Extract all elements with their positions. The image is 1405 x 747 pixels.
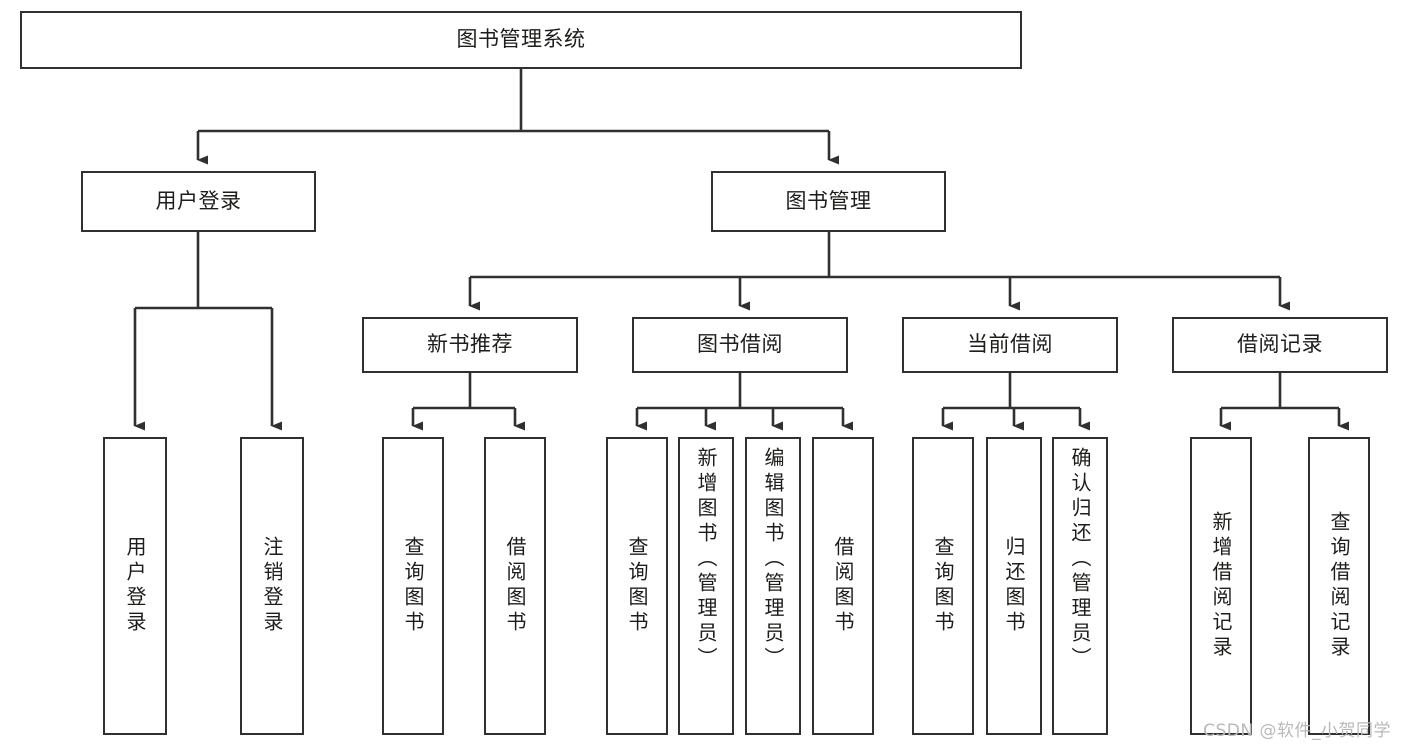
node-borrow-record[interactable]: 借阅记录 bbox=[1172, 317, 1388, 373]
node-label: 查询图书 bbox=[401, 536, 425, 636]
node-label: 查询图书 bbox=[625, 536, 649, 636]
node-label: 新增借阅记录 bbox=[1209, 511, 1233, 661]
watermark-text: CSDN @软件_小贺同学 bbox=[1203, 721, 1391, 741]
node-book-borrow[interactable]: 图书借阅 bbox=[632, 317, 848, 373]
node-label: 编辑图书（管理员） bbox=[761, 447, 785, 672]
node-label: 新书推荐 bbox=[427, 332, 513, 357]
node-leaf-query-borrow-record[interactable]: 查询借阅记录 bbox=[1308, 437, 1370, 735]
node-leaf-query-book-borrow[interactable]: 查询图书 bbox=[606, 437, 668, 735]
node-label: 查询图书 bbox=[931, 536, 955, 636]
node-label: 图书管理系统 bbox=[456, 27, 586, 52]
node-label: 当前借阅 bbox=[967, 332, 1053, 357]
node-leaf-lend-book[interactable]: 借阅图书 bbox=[812, 437, 874, 735]
node-leaf-query-book-current[interactable]: 查询图书 bbox=[912, 437, 974, 735]
node-label: 用户登录 bbox=[123, 536, 147, 636]
node-label: 查询借阅记录 bbox=[1327, 511, 1351, 661]
node-leaf-borrow-book-recommend[interactable]: 借阅图书 bbox=[484, 437, 546, 735]
node-user-login[interactable]: 用户登录 bbox=[81, 171, 316, 232]
node-label: 借阅记录 bbox=[1237, 332, 1323, 357]
node-leaf-user-login[interactable]: 用户登录 bbox=[103, 437, 167, 735]
node-label: 新增图书（管理员） bbox=[694, 447, 718, 672]
node-label: 借阅图书 bbox=[831, 536, 855, 636]
node-root-system[interactable]: 图书管理系统 bbox=[20, 11, 1022, 69]
node-label: 用户登录 bbox=[155, 188, 242, 213]
node-leaf-user-logout[interactable]: 注销登录 bbox=[240, 437, 304, 735]
node-new-book-recommend[interactable]: 新书推荐 bbox=[362, 317, 578, 373]
node-label: 确认归还（管理员） bbox=[1068, 447, 1092, 672]
node-leaf-confirm-return-admin[interactable]: 确认归还（管理员） bbox=[1052, 437, 1108, 735]
node-label: 图书管理 bbox=[785, 188, 872, 213]
node-leaf-edit-book-admin[interactable]: 编辑图书（管理员） bbox=[745, 437, 801, 735]
node-current-borrow[interactable]: 当前借阅 bbox=[902, 317, 1118, 373]
node-label: 借阅图书 bbox=[503, 536, 527, 636]
node-label: 图书借阅 bbox=[697, 332, 783, 357]
node-label: 注销登录 bbox=[260, 536, 284, 636]
node-leaf-return-book[interactable]: 归还图书 bbox=[986, 437, 1042, 735]
node-book-management[interactable]: 图书管理 bbox=[711, 171, 946, 232]
node-leaf-query-book-recommend[interactable]: 查询图书 bbox=[382, 437, 444, 735]
node-label: 归还图书 bbox=[1002, 536, 1026, 636]
node-leaf-add-borrow-record[interactable]: 新增借阅记录 bbox=[1190, 437, 1252, 735]
node-leaf-add-book-admin[interactable]: 新增图书（管理员） bbox=[678, 437, 734, 735]
